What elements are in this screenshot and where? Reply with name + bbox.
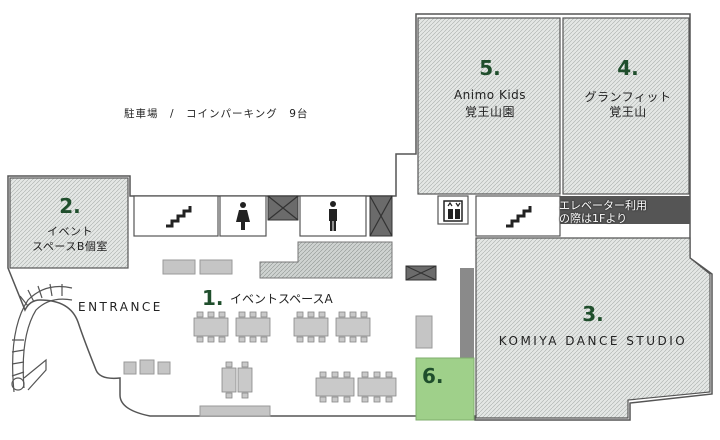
room-3[interactable]: [475, 237, 711, 419]
elevator-icon: [443, 200, 463, 222]
bench-bottom: [199, 405, 271, 417]
room-2[interactable]: [9, 177, 129, 269]
room-5-name-line2: 覚王山園: [464, 105, 516, 119]
room-1-name: イベントスペースA: [230, 292, 333, 306]
counter-2: [199, 259, 233, 275]
stairs-icon: [506, 206, 532, 228]
female-restroom-icon: [236, 202, 250, 230]
room-3-name: KOMIYA DANCE STUDIO: [498, 334, 688, 348]
room-5-number: 5.: [479, 56, 501, 80]
room-6-number: 6.: [422, 364, 444, 388]
room-4-name-line2: 覚王山: [609, 105, 647, 119]
room-2-number: 2.: [59, 194, 81, 218]
small-box-1: [123, 361, 137, 375]
cabinet: [415, 315, 433, 349]
elevator-note-line2: の際は1Fより: [559, 212, 628, 225]
bookshelf: [460, 268, 474, 358]
stairs-box-left: [133, 195, 219, 237]
room-4-number: 4.: [617, 56, 639, 80]
room-2-name-line2: スペースB個室: [32, 240, 108, 253]
small-box-2: [139, 359, 155, 375]
stairs-icon: [166, 206, 192, 228]
elevator-note-line1: エレベーター利用: [559, 199, 647, 212]
room-4-name-line1: グランフィット: [584, 90, 672, 104]
parking-label: 駐車場 / コインパーキング 9台: [124, 108, 309, 120]
spiral-staircase: [11, 283, 73, 393]
room-2-name-line1: イベント: [47, 225, 93, 238]
elevator-note-bar: [560, 196, 690, 224]
counter-1: [162, 259, 196, 275]
book-label: BOOK: [453, 296, 461, 321]
male-restroom-icon: [329, 201, 337, 231]
room-1-number: 1.: [202, 286, 224, 310]
stage-area: [259, 241, 393, 279]
room-4[interactable]: [562, 17, 690, 195]
room-5[interactable]: [417, 17, 561, 195]
tables: [193, 311, 397, 403]
small-box-3: [157, 361, 171, 375]
room-5-name-line1: Animo Kids: [453, 88, 527, 102]
room-6[interactable]: [415, 357, 475, 421]
room-3-number: 3.: [582, 302, 604, 326]
entrance-label: ENTRANCE: [78, 300, 163, 314]
